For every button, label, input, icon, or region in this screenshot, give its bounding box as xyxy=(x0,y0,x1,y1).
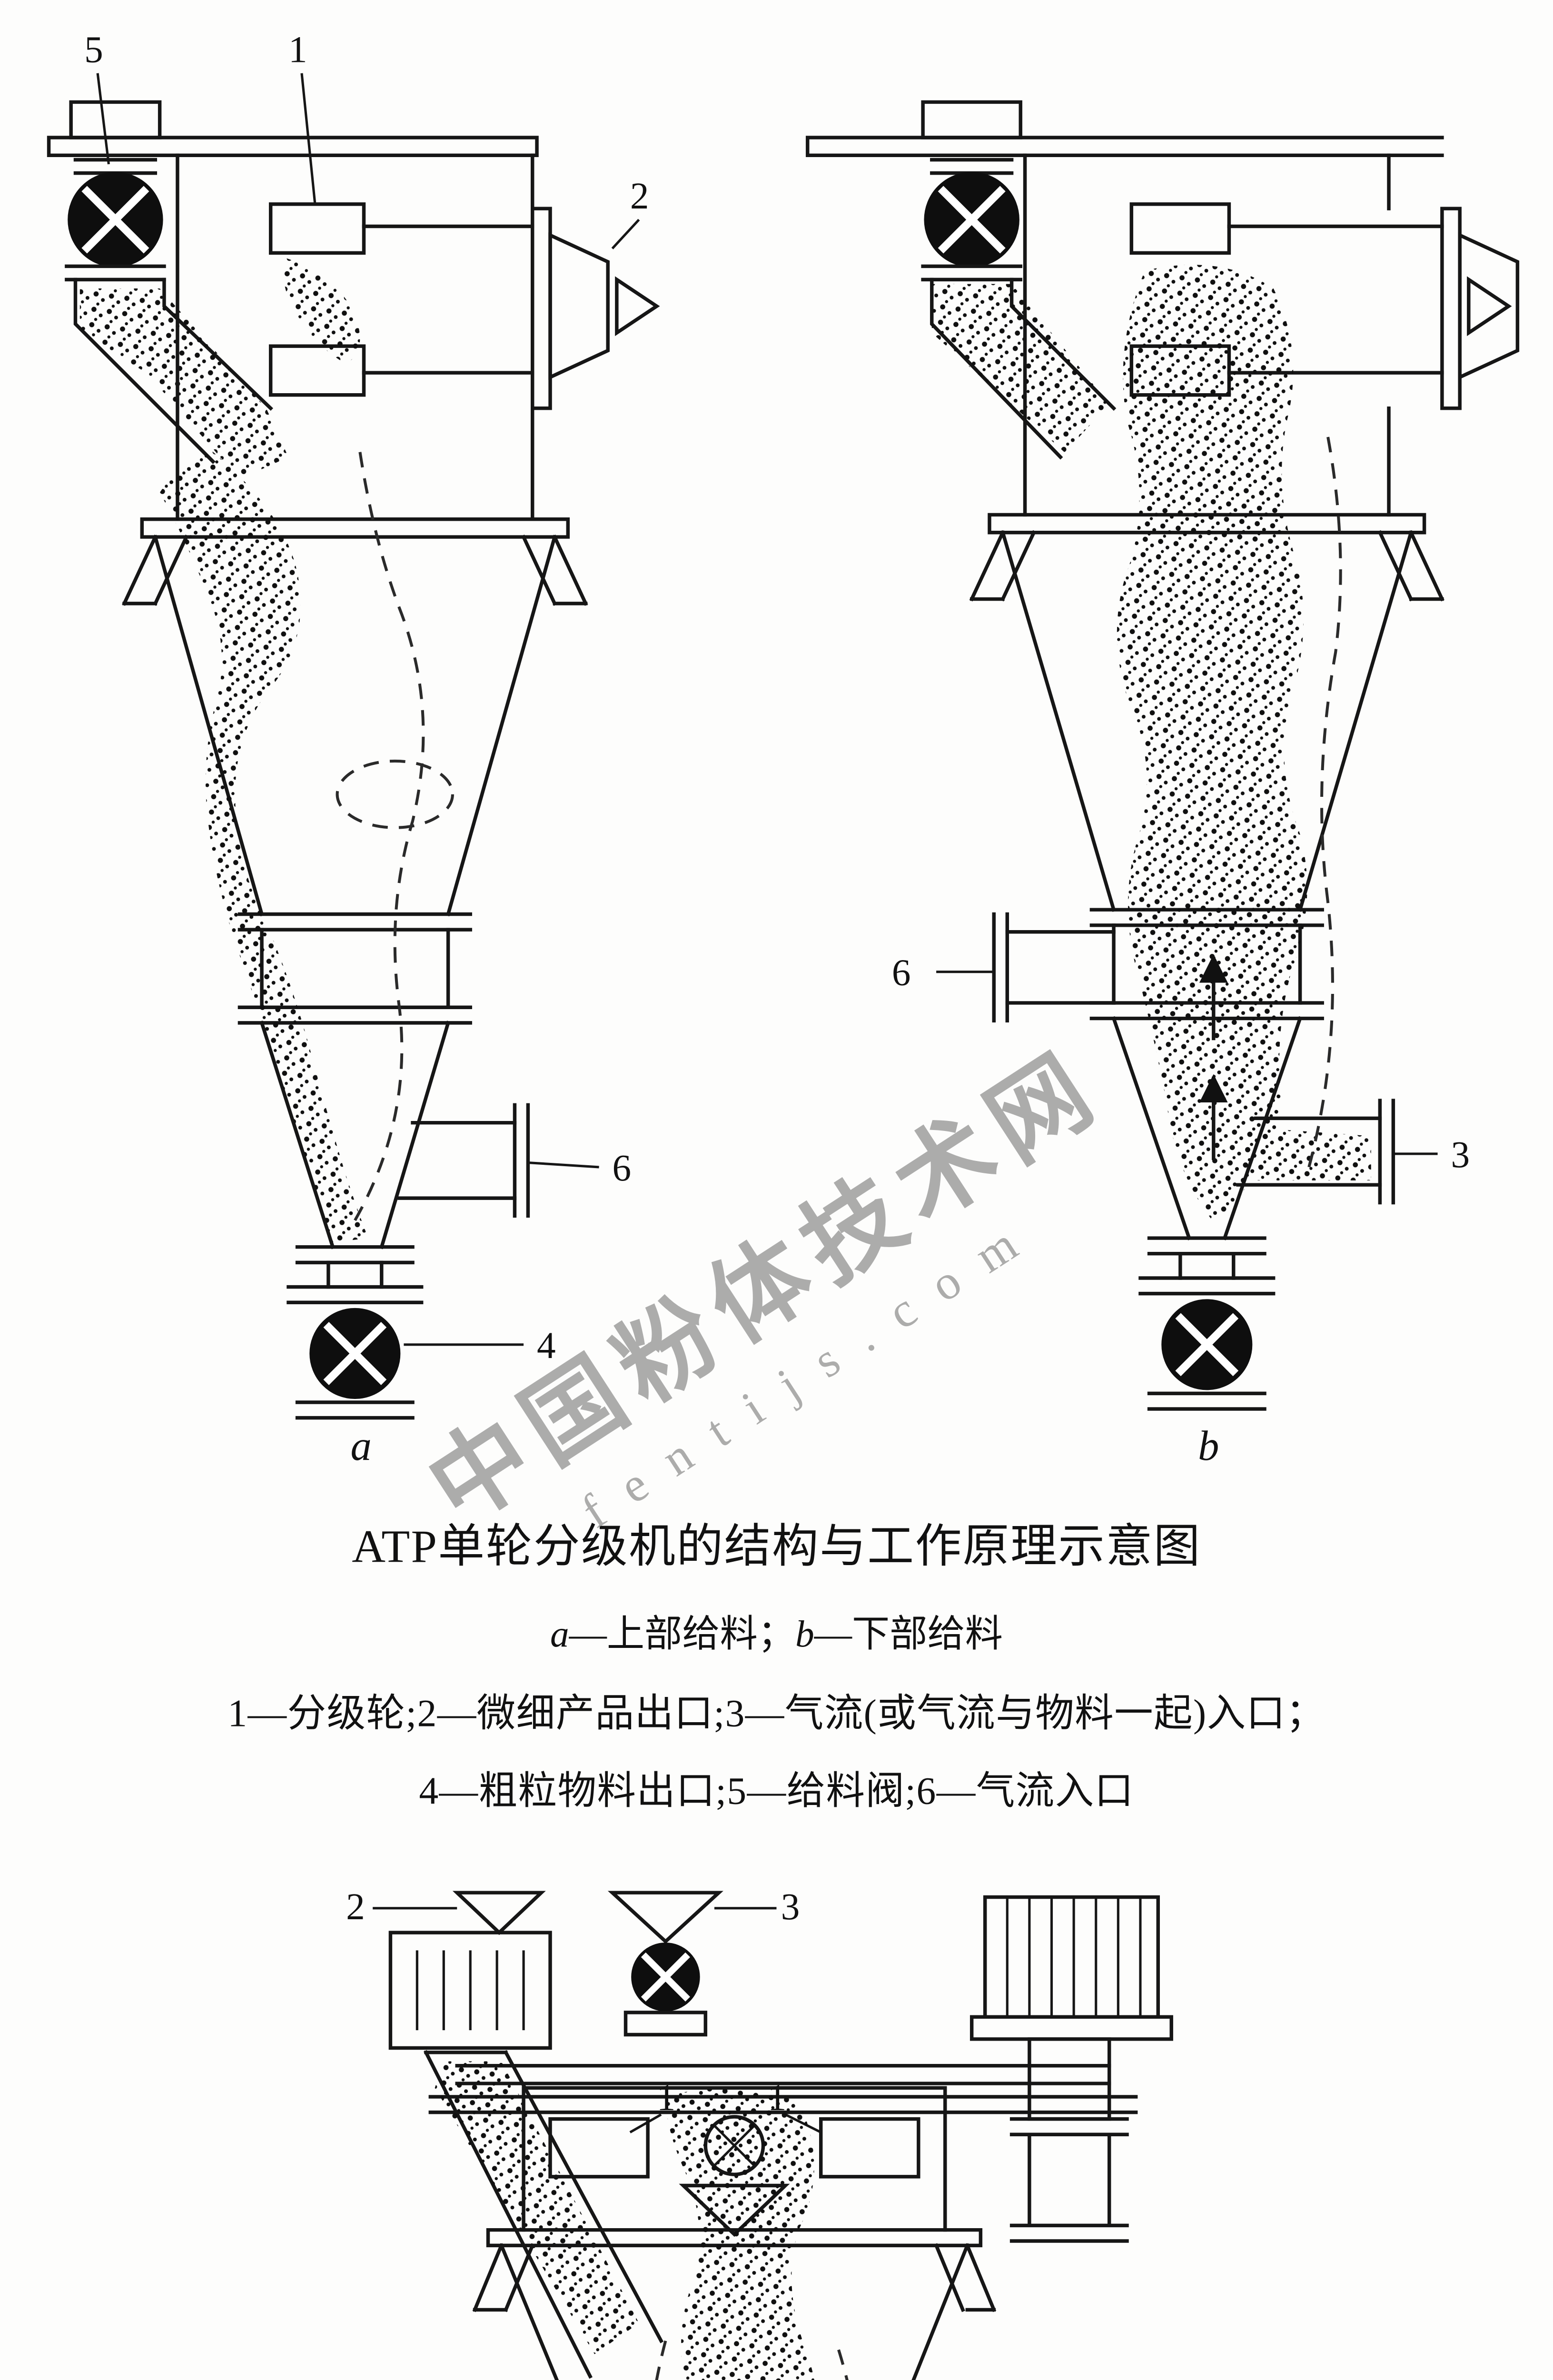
coarse-outlet-valve xyxy=(1138,1236,1276,1411)
fine-product-outlet xyxy=(1227,207,1520,410)
callout-5-feed-valve: 5 xyxy=(84,29,110,165)
figure-2-multi-wheel-classifier: 2 3 xyxy=(346,1886,1173,2380)
subtitle-a-label: a xyxy=(550,1613,569,1656)
figure1-subtitle: a—上部给料；b—下部给料 xyxy=(0,1602,1553,1658)
fine-product-outlet xyxy=(362,207,660,410)
outlet-flow-arrow xyxy=(1467,276,1512,337)
callout-4-label: 4 xyxy=(537,1325,556,1367)
feed-valve-symbol xyxy=(921,158,1022,282)
feed-inlet-box xyxy=(921,100,1022,139)
callout-1-label: 1 xyxy=(288,29,307,71)
figure1-legend-line1: 1—分级轮;2—微细产品出口;3—气流(或气流与物料一起)入口； xyxy=(228,1690,1325,1735)
callout-2-label: 2 xyxy=(630,175,649,217)
top-plate xyxy=(806,136,1444,158)
chamber-walls xyxy=(176,153,534,521)
feed-duct-stipple xyxy=(435,2061,639,2354)
feed-stream-stipple xyxy=(931,284,1109,453)
subfigure-b-label: b xyxy=(1198,1423,1219,1469)
outlet-flow-arrow xyxy=(615,276,660,337)
callout-3-label: 3 xyxy=(781,1886,800,1928)
top-plate xyxy=(47,136,539,158)
airflow-dashed xyxy=(336,448,454,1221)
feed-funnel xyxy=(452,1891,546,1935)
subtitle-a-text: —上部给料； xyxy=(569,1613,796,1656)
figure-1a-single-wheel-classifier-top-feed: 5 1 2 xyxy=(47,29,660,1469)
subfigure-a-label: a xyxy=(351,1423,372,1469)
callout-1-classifier-wheel: 1 xyxy=(288,29,317,205)
callout-3-feed-hopper: 3 xyxy=(607,1886,800,2037)
left-motor xyxy=(388,1931,552,2050)
particle-stream-stipple xyxy=(1117,265,1307,1225)
feed-stream-stipple xyxy=(79,288,288,479)
subtitle-b-label: b xyxy=(795,1613,814,1656)
callout-6-label: 6 xyxy=(892,952,911,994)
feed-valve-symbol xyxy=(65,158,166,282)
coarse-outlet-valve: 4 xyxy=(287,1245,556,1420)
classifier-wheel-right xyxy=(819,2117,920,2179)
callout-2-fine-product-outlet: 2 xyxy=(611,175,649,249)
callout-2-feed-inlet: 2 xyxy=(346,1886,546,1935)
feed-inlet-box xyxy=(69,100,162,139)
callout-6-label: 6 xyxy=(613,1147,632,1189)
figure1-legend-line2: 4—粗粒物料出口;5—给料阀;6—气流入口 xyxy=(419,1768,1134,1813)
hopper-funnel xyxy=(607,1891,723,1944)
classifier-wheel-left xyxy=(548,2117,650,2179)
particle-stream-stipple xyxy=(159,448,368,1243)
callout-5-label: 5 xyxy=(84,29,103,71)
cone-flange xyxy=(122,517,588,606)
upper-cone xyxy=(153,535,557,917)
upper-cone xyxy=(499,2243,970,2380)
airflow-dashed xyxy=(1199,430,1342,1168)
particle-stipple-top xyxy=(283,257,360,364)
classifier-wheel xyxy=(268,202,366,397)
air-inlet-pipe: 6 xyxy=(397,1103,632,1218)
figure1-title: ATP单轮分级机的结构与工作原理示意图 xyxy=(352,1520,1201,1573)
right-motor xyxy=(969,1895,1173,2243)
callout-2-label: 2 xyxy=(346,1886,365,1928)
callout-3-label: 3 xyxy=(1451,1134,1470,1176)
subtitle-b-text: —下部给料 xyxy=(814,1613,1003,1656)
figure-1b-single-wheel-classifier-bottom-feed: 6 3 xyxy=(806,100,1520,1469)
top-plates xyxy=(428,2064,1138,2114)
air-inlet-pipe: 6 xyxy=(892,912,1116,1022)
lower-cone xyxy=(259,1021,451,1250)
upper-cone xyxy=(1000,530,1414,912)
particle-stream-stipple xyxy=(665,2089,814,2380)
chamber-walls xyxy=(1023,153,1391,517)
figure1-caption: ATP单轮分级机的结构与工作原理示意图 a—上部给料；b—下部给料 1—分级轮;… xyxy=(0,1511,1553,1839)
